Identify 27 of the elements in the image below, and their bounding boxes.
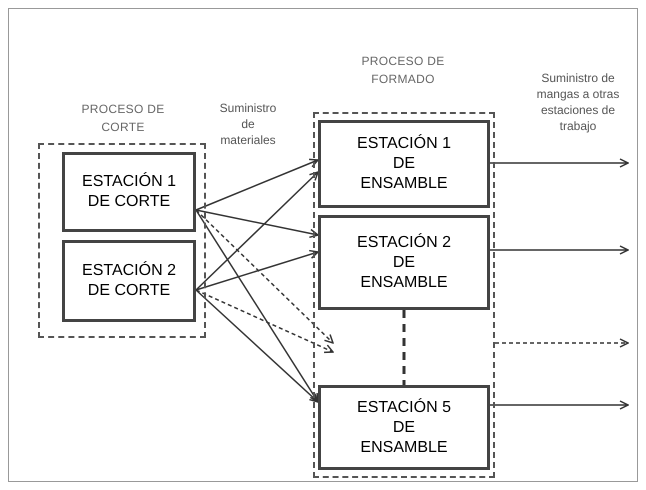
- arrow: [495, 338, 629, 348]
- arrow: [490, 245, 629, 255]
- arrow: [196, 289, 334, 354]
- station-label: ESTACIÓN 1 DE ENSAMBLE: [356, 134, 452, 194]
- arrow: [195, 210, 319, 403]
- station-label: ESTACIÓN 1 DE CORTE: [81, 172, 177, 212]
- station-label: ESTACIÓN 2 DE ENSAMBLE: [356, 232, 452, 292]
- station-box: [318, 120, 490, 208]
- group-heading: PROCESO DE CORTE: [80, 101, 166, 136]
- station-box: [62, 152, 196, 232]
- station-box: [318, 215, 490, 310]
- connector-line: [402, 310, 406, 385]
- annotation-text: Suministro de mangas a otras estaciones de trabajo: [536, 70, 620, 134]
- station-box: [62, 240, 196, 322]
- arrow: [490, 158, 629, 168]
- group-heading: PROCESO DE FORMADO: [360, 53, 446, 88]
- arrow: [195, 209, 334, 344]
- station-box: [318, 385, 490, 470]
- station-label: ESTACIÓN 5 DE ENSAMBLE: [356, 398, 452, 458]
- arrow: [195, 171, 319, 291]
- arrow: [196, 158, 319, 211]
- arrow: [490, 400, 629, 410]
- station-label: ESTACIÓN 2 DE CORTE: [81, 261, 177, 301]
- arrow: [196, 209, 319, 238]
- arrow: [196, 289, 319, 403]
- annotation-text: Suministro de materiales: [218, 100, 278, 148]
- arrow: [196, 250, 319, 291]
